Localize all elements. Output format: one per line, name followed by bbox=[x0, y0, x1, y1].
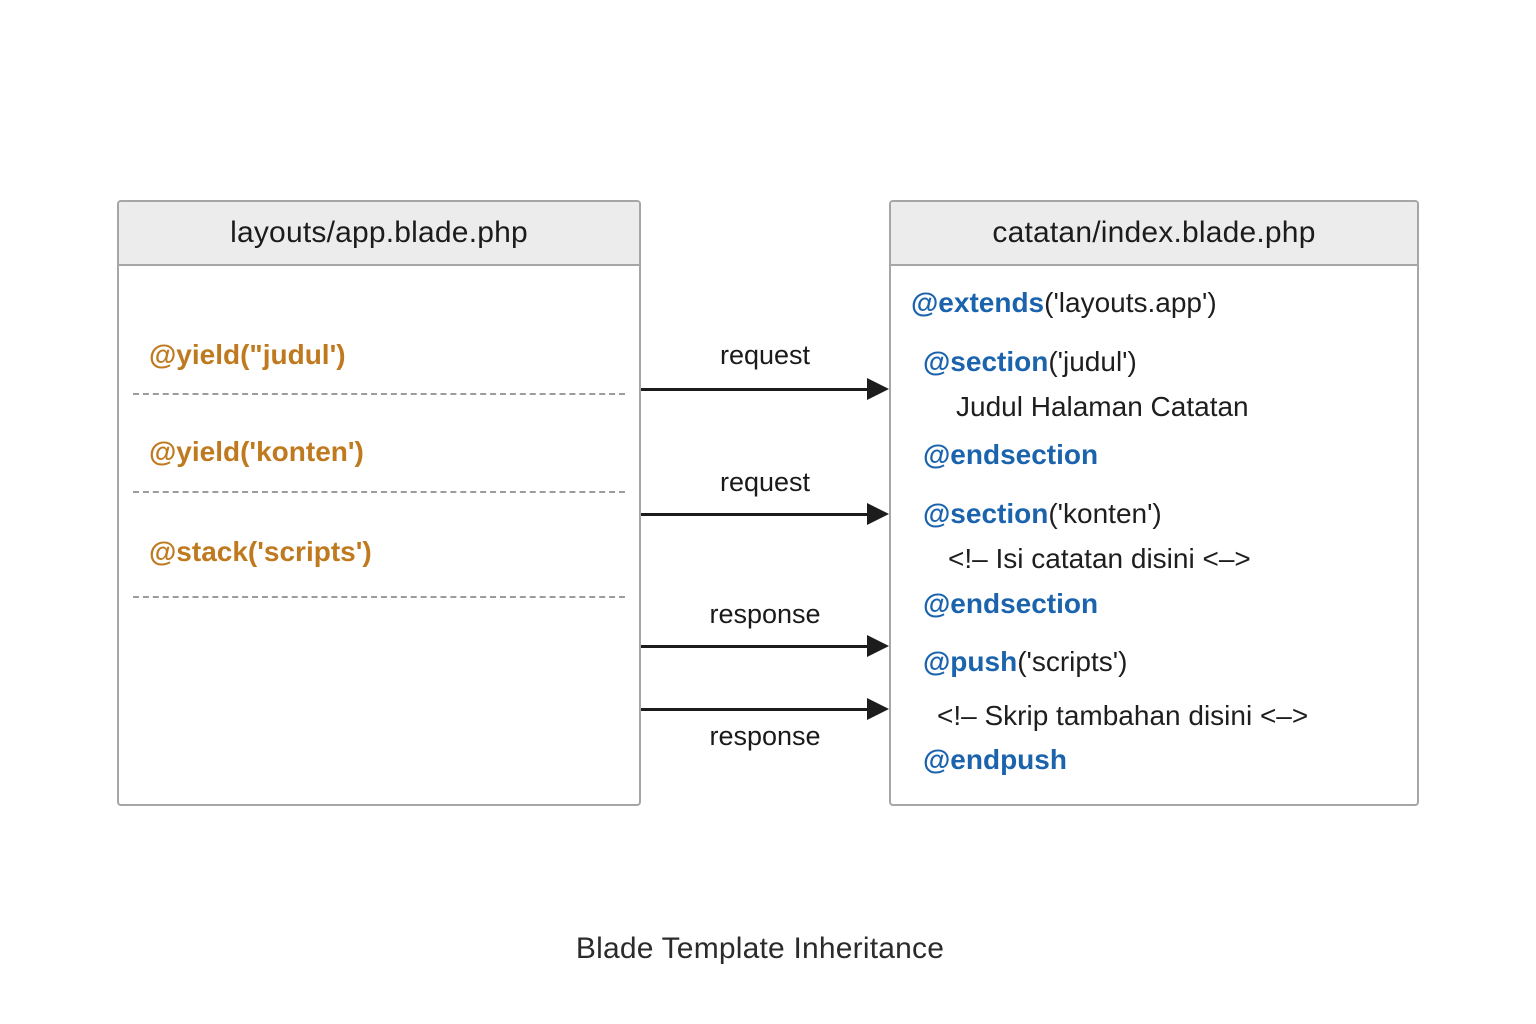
directive-push: @push bbox=[923, 646, 1018, 677]
view-file-body: @extends('layouts.app') @section('judul'… bbox=[891, 281, 1417, 782]
view-file-box: catatan/index.blade.php @extends('layout… bbox=[889, 200, 1419, 806]
arrow-label: response bbox=[709, 721, 821, 751]
code-line-endpush: @endpush bbox=[909, 738, 1407, 782]
code-line-push-scripts: @push('scripts') bbox=[909, 640, 1407, 684]
arrow-label: request bbox=[719, 467, 811, 497]
section-content-text: Judul Halaman Catatan bbox=[956, 391, 1249, 422]
code-line-yield-konten: @yield('konten') bbox=[149, 436, 364, 467]
arrow-line bbox=[641, 645, 867, 648]
arrow-line bbox=[641, 708, 867, 711]
code-line-extends: @extends('layouts.app') bbox=[909, 281, 1407, 325]
arrowhead-right-icon bbox=[867, 378, 889, 400]
view-file-title: catatan/index.blade.php bbox=[891, 202, 1417, 266]
code-line-endsection: @endsection bbox=[909, 582, 1407, 626]
directive-args: ('layouts.app') bbox=[1044, 287, 1217, 318]
directive-args: ('scripts') bbox=[1017, 646, 1128, 677]
arrow-label: response bbox=[709, 599, 821, 629]
directive-section: @section bbox=[923, 498, 1049, 529]
directive-endsection: @endsection bbox=[923, 588, 1099, 619]
layout-file-title: layouts/app.blade.php bbox=[119, 202, 639, 266]
directive-args: ('judul') bbox=[1048, 346, 1137, 377]
code-line-konten-comment: <!– Isi catatan disini <–> bbox=[909, 537, 1407, 581]
arrow-line bbox=[641, 513, 867, 516]
directive-args: ('konten') bbox=[1048, 498, 1162, 529]
code-line-judul-content: Judul Halaman Catatan bbox=[909, 385, 1407, 429]
dashed-separator bbox=[133, 596, 625, 598]
layout-file-body: @yield("judul') @yield('konten') @stack(… bbox=[119, 334, 639, 598]
directive-section: @section bbox=[923, 346, 1049, 377]
code-line-stack-scripts: @stack('scripts') bbox=[149, 536, 372, 567]
arrow-label: request bbox=[719, 340, 811, 370]
arrow-line bbox=[641, 388, 867, 391]
diagram-caption: Blade Template Inheritance bbox=[575, 932, 945, 965]
code-line-yield-judul: @yield("judul') bbox=[149, 339, 346, 370]
code-line-section-konten: @section('konten') bbox=[909, 492, 1407, 536]
code-line-section-judul: @section('judul') bbox=[909, 340, 1407, 384]
code-line-scripts-comment: <!– Skrip tambahan disini <–> bbox=[909, 694, 1407, 738]
comment-text: <!– Skrip tambahan disini <–> bbox=[937, 700, 1309, 731]
directive-extends: @extends bbox=[911, 287, 1045, 318]
code-line-endsection: @endsection bbox=[909, 433, 1407, 477]
arrowhead-right-icon bbox=[867, 635, 889, 657]
arrowhead-right-icon bbox=[867, 503, 889, 525]
dashed-separator bbox=[133, 491, 625, 493]
dashed-separator bbox=[133, 393, 625, 395]
layout-file-box: layouts/app.blade.php @yield("judul') @y… bbox=[117, 200, 641, 806]
directive-endsection: @endsection bbox=[923, 439, 1099, 470]
directive-endpush: @endpush bbox=[923, 744, 1067, 775]
arrowhead-right-icon bbox=[867, 698, 889, 720]
comment-text: <!– Isi catatan disini <–> bbox=[948, 543, 1251, 574]
